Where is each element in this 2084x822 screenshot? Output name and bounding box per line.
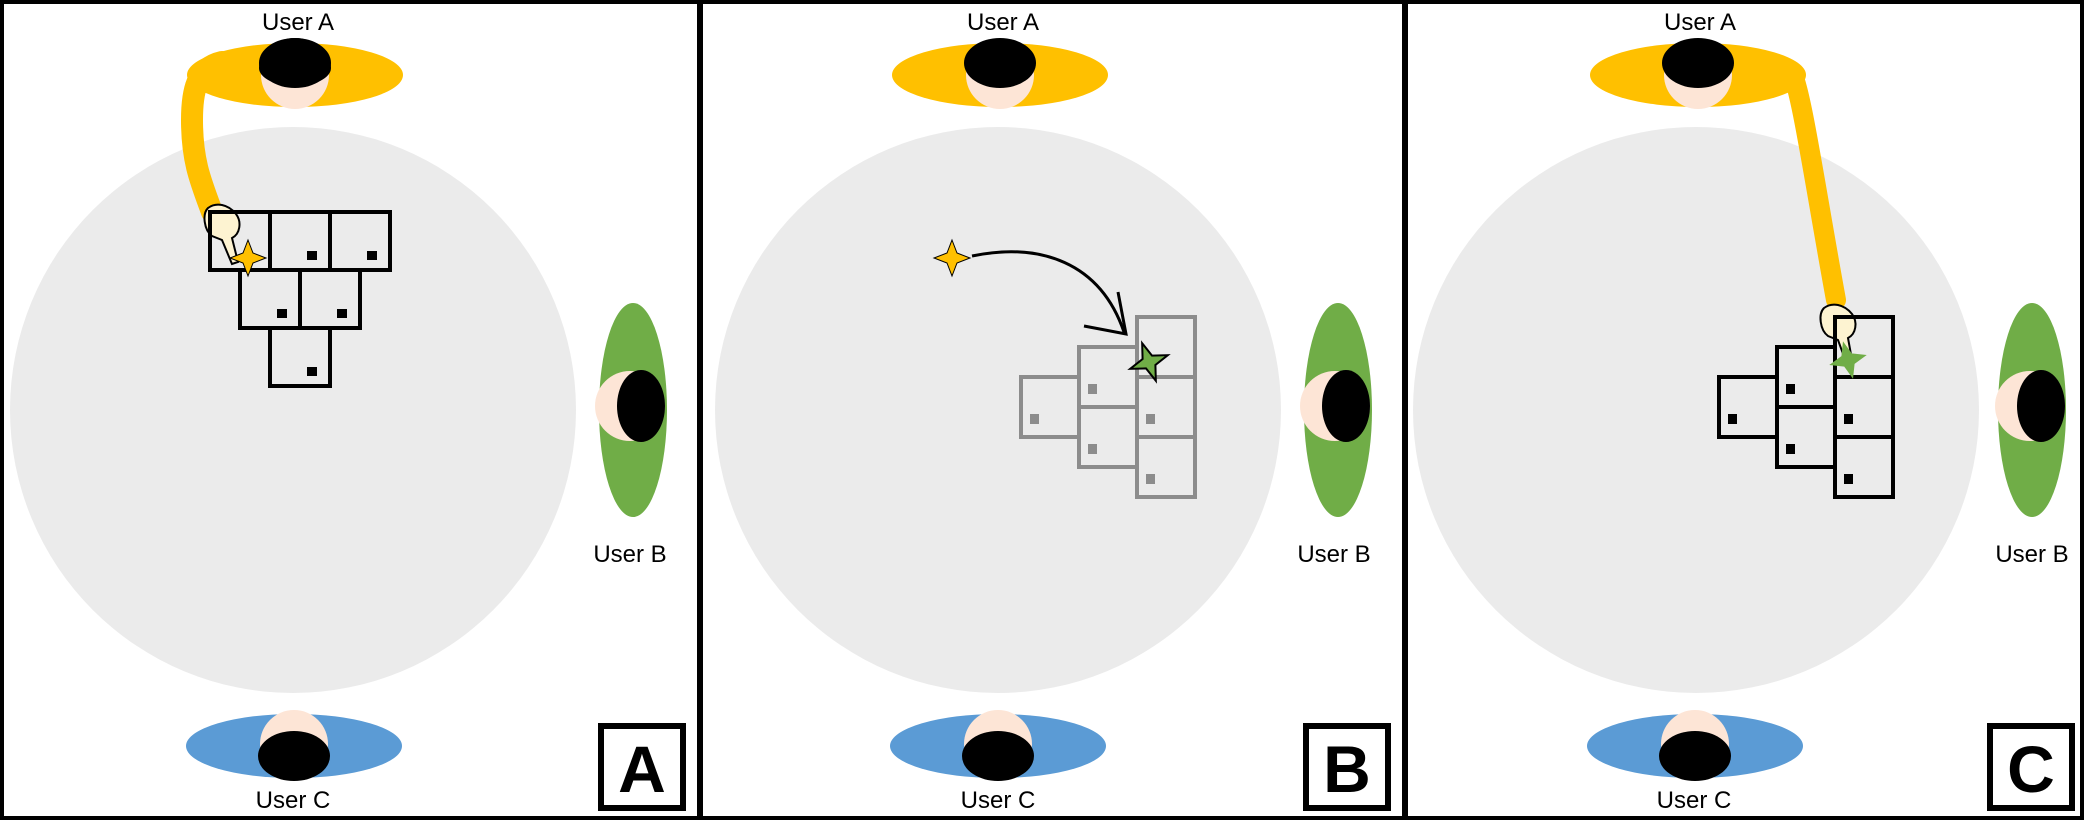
user-b-hair: [1322, 370, 1370, 442]
table: [10, 127, 576, 693]
four-point-star-icon: [1127, 340, 1171, 384]
user-c: User C: [1587, 710, 1803, 814]
panel-badge: C: [1987, 723, 2075, 811]
svg-text:C: C: [2007, 732, 2055, 806]
user-b-hair: [617, 370, 665, 442]
pointing-hand-icon: [203, 203, 241, 266]
user-a-arm: [180, 51, 241, 266]
panel-b: User A User B: [699, 0, 1406, 820]
user-b-hair: [2017, 370, 2065, 442]
tile-markers: [1030, 384, 1155, 484]
tile-markers: [1728, 384, 1853, 484]
svg-text:A: A: [618, 732, 666, 806]
user-b-label: User B: [1995, 541, 2068, 568]
user-b: User B: [593, 303, 667, 568]
user-a: User A: [187, 9, 403, 109]
four-point-star-icon: [932, 238, 972, 278]
table: [715, 127, 1281, 693]
curved-arrow-icon: [971, 250, 1128, 336]
user-a-label: User A: [967, 9, 1039, 36]
user-c-label: User C: [961, 787, 1036, 814]
user-c-hair: [962, 731, 1034, 781]
svg-text:B: B: [1323, 732, 1371, 806]
user-c: User C: [186, 710, 402, 814]
user-c-hair: [1659, 731, 1731, 781]
user-b: User B: [1297, 303, 1372, 568]
panel-badge: B: [1303, 723, 1391, 811]
tile[interactable]: [1019, 375, 1081, 439]
user-c-label: User C: [1657, 787, 1732, 814]
user-c: User C: [890, 710, 1106, 814]
four-point-star-icon: [228, 238, 268, 278]
user-a: User A: [1590, 9, 1806, 109]
user-a-hair: [1662, 38, 1734, 88]
user-a-hair: [964, 38, 1036, 88]
user-c-label: User C: [256, 787, 331, 814]
tile[interactable]: [268, 326, 332, 388]
tile-grid: [208, 210, 392, 388]
user-c-hair: [258, 731, 330, 781]
user-a: User A: [892, 9, 1108, 109]
tile[interactable]: [1717, 375, 1779, 439]
tile-markers: [277, 251, 377, 376]
user-b-label: User B: [1297, 541, 1370, 568]
panel-badge: A: [598, 723, 686, 811]
four-point-star-icon: [1829, 341, 1867, 379]
panel-c: User A: [1404, 0, 2084, 820]
tile-grid: [1717, 315, 1895, 499]
user-b-label: User B: [593, 541, 666, 568]
tile-grid-preview: [1019, 315, 1197, 499]
user-a-label: User A: [1664, 9, 1736, 36]
panel-a: User A: [0, 0, 701, 820]
user-b: User B: [1995, 303, 2069, 568]
user-a-label: User A: [262, 9, 334, 36]
